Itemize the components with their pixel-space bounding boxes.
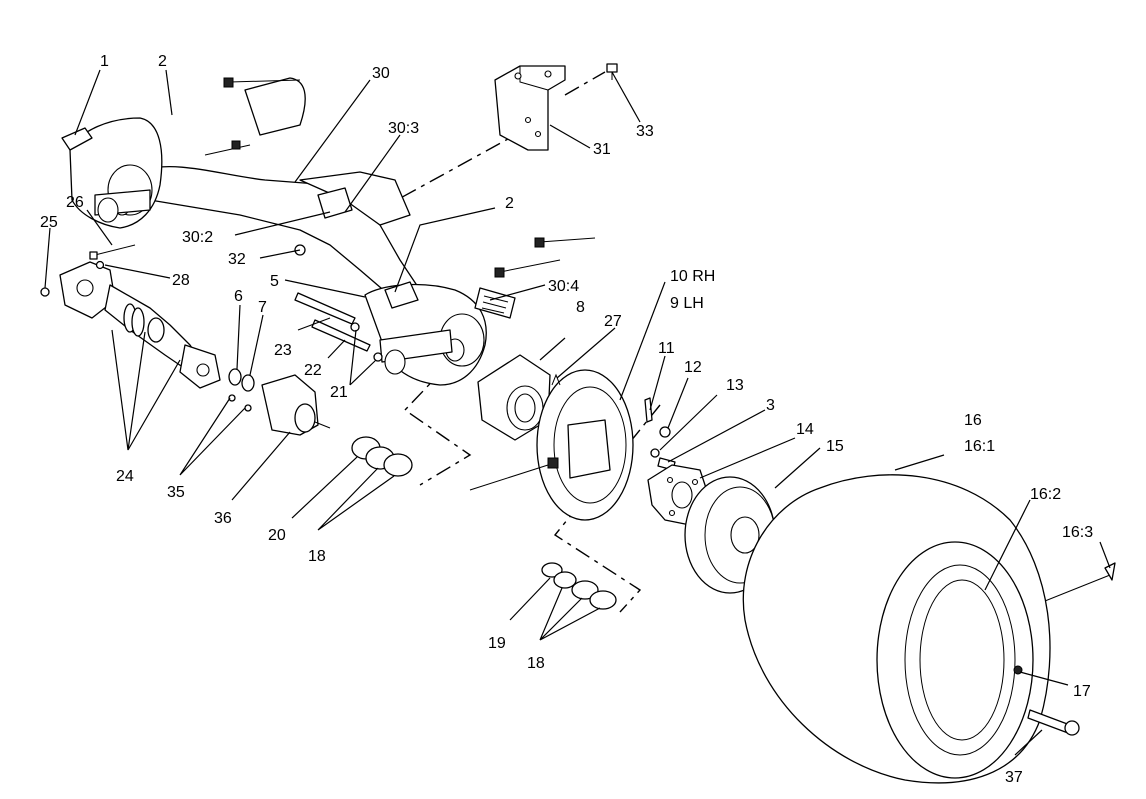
callout-14: 14 bbox=[796, 421, 814, 438]
callout-25: 25 bbox=[40, 214, 58, 231]
callout-26: 26 bbox=[66, 194, 84, 211]
nut-part-12 bbox=[659, 426, 671, 438]
callout-13: 13 bbox=[726, 377, 744, 394]
race-part-18b bbox=[383, 453, 413, 477]
callout-1: 1 bbox=[100, 53, 109, 70]
tire-wheel-part-16 bbox=[742, 474, 1116, 784]
callout-24: 24 bbox=[116, 468, 134, 485]
brake-assembly-part-10-9 bbox=[469, 369, 634, 521]
bearing-part-18c bbox=[553, 571, 577, 589]
callout-32: 32 bbox=[228, 251, 246, 268]
callout-19: 19 bbox=[488, 635, 506, 652]
callout-2a: 2 bbox=[158, 53, 167, 70]
callout-17: 17 bbox=[1073, 683, 1091, 700]
callout-30: 30 bbox=[372, 65, 390, 82]
callout-16-2: 16:2 bbox=[1030, 486, 1061, 503]
callout-18a: 18 bbox=[308, 548, 326, 565]
callout-16: 16 bbox=[964, 412, 982, 429]
callout-30-4: 30:4 bbox=[548, 278, 579, 295]
leader-lines bbox=[44, 69, 1111, 756]
callout-9-lh: 9 LH bbox=[670, 295, 704, 312]
callout-30-2: 30:2 bbox=[182, 229, 213, 246]
callout-35: 35 bbox=[167, 484, 185, 501]
seal-part-19 bbox=[541, 562, 563, 578]
drive-shaft-part-24 bbox=[40, 244, 221, 389]
callout-16-1: 16:1 bbox=[964, 438, 995, 455]
callout-23: 23 bbox=[274, 342, 292, 359]
bolt-part-11 bbox=[644, 397, 653, 423]
callout-28: 28 bbox=[172, 272, 190, 289]
callout-20: 20 bbox=[268, 527, 286, 544]
callout-11: 11 bbox=[658, 340, 675, 357]
washer-part-7 bbox=[241, 374, 255, 392]
callout-21: 21 bbox=[330, 384, 348, 401]
callout-15: 15 bbox=[826, 438, 844, 455]
callout-37: 37 bbox=[1005, 769, 1023, 786]
callout-labels: 1 2 30 30:3 31 33 26 25 28 30:2 32 2 5 3… bbox=[40, 53, 1093, 786]
axle-support-assembly bbox=[61, 77, 596, 386]
callout-5: 5 bbox=[270, 273, 279, 290]
spindle-housing-part-8 bbox=[477, 354, 551, 441]
washer-part-21a bbox=[350, 322, 360, 332]
callout-33: 33 bbox=[636, 123, 654, 140]
callout-7: 7 bbox=[258, 299, 267, 316]
callout-3: 3 bbox=[766, 397, 775, 414]
race-part-18d bbox=[571, 580, 599, 600]
callout-27: 27 bbox=[604, 313, 622, 330]
callout-6: 6 bbox=[234, 288, 243, 305]
callout-30-3: 30:3 bbox=[388, 120, 419, 137]
callout-36: 36 bbox=[214, 510, 232, 527]
bolt-part-22 bbox=[311, 319, 371, 352]
yoke-part-36 bbox=[228, 374, 331, 436]
bearing-part-18e bbox=[589, 590, 617, 610]
callout-22: 22 bbox=[304, 362, 322, 379]
washer-part-21b bbox=[373, 352, 383, 362]
bracket-part-31 bbox=[494, 65, 566, 151]
spring-part-27 bbox=[551, 373, 561, 386]
callout-18b: 18 bbox=[527, 655, 545, 672]
washer-part-13 bbox=[650, 448, 660, 458]
callout-16-3: 16:3 bbox=[1062, 524, 1093, 541]
callout-2b: 2 bbox=[505, 195, 514, 212]
washer-part-6 bbox=[228, 368, 242, 386]
callout-31: 31 bbox=[593, 141, 611, 158]
callout-8: 8 bbox=[576, 299, 585, 316]
callout-12: 12 bbox=[684, 359, 702, 376]
callout-10-rh: 10 RH bbox=[670, 268, 715, 285]
